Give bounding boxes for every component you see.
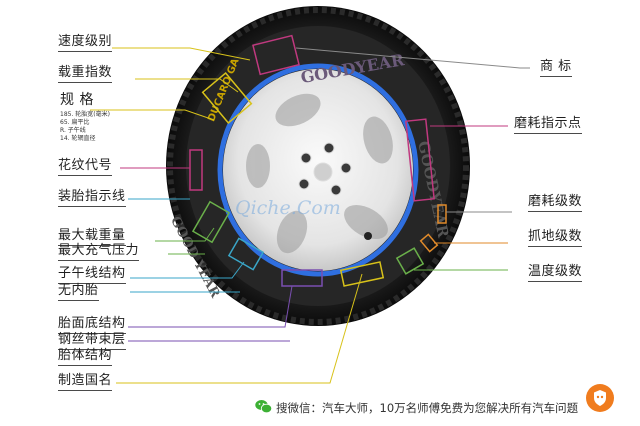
sidewall-highlights: [189, 34, 447, 287]
label-treadwear: 磨耗级数: [528, 194, 583, 212]
rim-spoke-windows: [246, 93, 393, 254]
tread-edge: [167, 7, 469, 325]
label-tread-code: 花纹代号: [58, 158, 113, 176]
label-tread-base: 胎面底结构: [58, 316, 126, 334]
size-note-rim: 14. 轮辋直径: [60, 135, 96, 142]
label-tubeless: 无内胎: [58, 283, 99, 301]
label-steel-belt: 钢丝带束层: [58, 332, 126, 350]
footer-text: 搜微信：汽车大师，10万名师傅免费为您解决所有汽车问题: [276, 401, 579, 415]
label-body-structure: 胎体结构: [58, 348, 113, 366]
label-temperature: 温度级数: [528, 264, 583, 282]
lug-nuts: [298, 142, 352, 196]
label-load-index: 载重指数: [58, 65, 113, 83]
label-country: 制造国名: [58, 373, 113, 391]
size-note-width: 185. 轮胎宽(毫米): [60, 111, 110, 118]
valve-stem: [364, 232, 372, 240]
brand-logo-badge: [586, 384, 614, 412]
label-traction: 抓地级数: [528, 229, 583, 247]
label-radial-structure: 子午线结构: [58, 266, 126, 284]
wechat-icon: [255, 400, 272, 414]
watermark: Qiche.Com: [235, 197, 341, 219]
size-note-radial: R. 子午线: [60, 127, 86, 134]
leader-lines-left: [90, 47, 363, 384]
label-size: 规 格: [60, 92, 94, 108]
footer-bar: [0, 392, 640, 426]
size-note-aspect: 65. 扁平比: [60, 119, 90, 126]
label-brand-mark: 商 标: [540, 59, 572, 77]
label-max-pressure: 最大充气压力: [58, 243, 140, 261]
label-max-load: 最大载重量: [58, 228, 126, 246]
leader-lines-right: [295, 47, 530, 271]
label-mounting-line: 装胎指示线: [58, 189, 126, 207]
rim-blue-ring: [217, 63, 419, 277]
shield-icon: [594, 390, 606, 406]
label-speed-rating: 速度级别: [58, 34, 113, 52]
label-wear-indicator: 磨耗指示点: [514, 116, 582, 134]
